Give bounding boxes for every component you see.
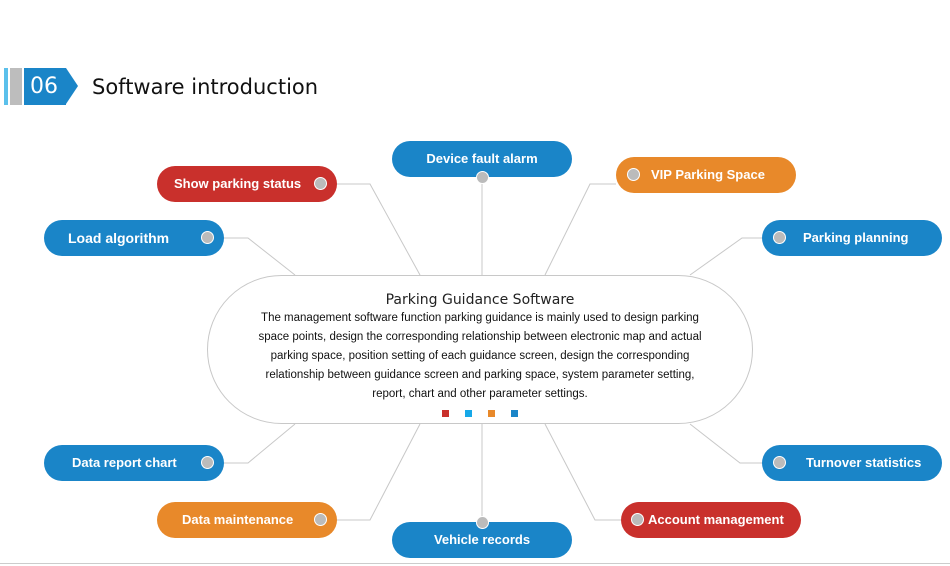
center-description: The management software function parking… bbox=[258, 312, 702, 400]
node-load-algorithm[interactable]: Load algorithm bbox=[44, 220, 224, 256]
node-data-report-chart[interactable]: Data report chart bbox=[44, 445, 224, 481]
marker-orange bbox=[488, 410, 495, 417]
node-device-fault-alarm[interactable]: Device fault alarm bbox=[392, 141, 572, 184]
connector-dot bbox=[773, 456, 786, 469]
bottom-divider bbox=[0, 563, 950, 564]
color-markers bbox=[208, 404, 752, 422]
node-account-management[interactable]: Account management bbox=[621, 502, 801, 538]
connector-dot bbox=[773, 231, 786, 244]
section-number: 06 bbox=[24, 68, 78, 105]
connector-dot bbox=[476, 516, 489, 529]
accent-bar bbox=[4, 68, 8, 105]
node-label: Turnover statistics bbox=[806, 455, 922, 470]
node-show-parking-status[interactable]: Show parking status bbox=[157, 166, 337, 202]
node-label: Device fault alarm bbox=[426, 151, 538, 166]
node-parking-planning[interactable]: Parking planning bbox=[762, 220, 942, 256]
marker-light-blue bbox=[465, 410, 472, 417]
accent-bar bbox=[10, 68, 22, 105]
connector-dot bbox=[631, 513, 644, 526]
node-vehicle-records[interactable]: Vehicle records bbox=[392, 516, 572, 558]
node-turnover-statistics[interactable]: Turnover statistics bbox=[762, 445, 942, 481]
node-label: Data report chart bbox=[72, 455, 177, 470]
node-vip-parking-space[interactable]: VIP Parking Space bbox=[616, 157, 796, 193]
connector-dot bbox=[201, 456, 214, 469]
node-label: Vehicle records bbox=[433, 532, 531, 547]
node-label: VIP Parking Space bbox=[651, 167, 765, 182]
marker-blue bbox=[511, 410, 518, 417]
connector-dot bbox=[314, 177, 327, 190]
connector-dot bbox=[314, 513, 327, 526]
node-data-maintenance[interactable]: Data maintenance bbox=[157, 502, 337, 538]
node-label: Load algorithm bbox=[68, 230, 170, 246]
node-label: Data maintenance bbox=[182, 512, 294, 527]
marker-red bbox=[442, 410, 449, 417]
center-node: Parking Guidance Software The management… bbox=[207, 275, 753, 424]
node-label: Show parking status bbox=[174, 176, 302, 191]
node-label: Parking planning bbox=[803, 230, 909, 245]
center-title: Parking Guidance Software bbox=[385, 292, 575, 308]
connector-dot bbox=[201, 231, 214, 244]
section-header: 06 Software introduction bbox=[4, 68, 318, 105]
connector-dot bbox=[627, 168, 640, 181]
node-label: Account management bbox=[648, 512, 784, 527]
connector-dot bbox=[476, 171, 489, 184]
section-title: Software introduction bbox=[92, 74, 319, 99]
